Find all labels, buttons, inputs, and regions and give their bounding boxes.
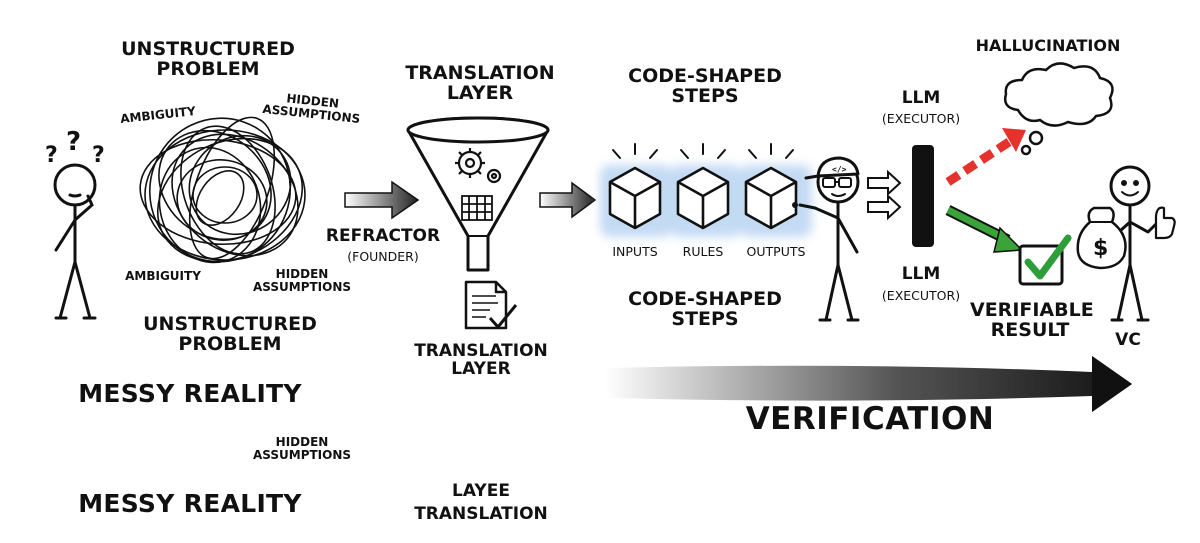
- vc-figure: [1108, 165, 1160, 322]
- pointer-dot: [792, 202, 798, 208]
- hallucination-label: HALLUCINATION: [975, 36, 1121, 55]
- grid-icon: [461, 195, 493, 221]
- cube-rules: [676, 166, 730, 230]
- messy-reality-label-2: MESSY REALITY: [78, 489, 302, 518]
- vc-label: VC: [1115, 330, 1141, 350]
- money-symbol: $: [1093, 236, 1108, 261]
- red-hallucination-arrow: [945, 128, 1026, 186]
- cube-outputs: [744, 166, 798, 230]
- llm-executor-label-top: (EXECUTOR): [881, 111, 961, 126]
- verification-arrow-head: [1092, 356, 1132, 412]
- cube-inputs: [608, 166, 662, 230]
- llm-label-bottom: LLM: [901, 264, 941, 284]
- hallucination-cloud-icon: [1004, 62, 1114, 156]
- founder-label: (FOUNDER): [347, 249, 419, 264]
- llm-label-top: LLM: [901, 88, 941, 108]
- llm-executor-block: [912, 145, 934, 247]
- llm-executor-label-bottom: (EXECUTOR): [881, 288, 961, 303]
- gear-icon: [455, 148, 502, 184]
- input-arrows-to-llm: [867, 169, 902, 221]
- question-marks: ? ? ?: [45, 127, 105, 168]
- money-bag-icon: $: [1076, 206, 1127, 270]
- arrow-to-funnel: [344, 180, 420, 220]
- question-mark-1: ?: [45, 143, 58, 168]
- question-mark-2: ?: [66, 127, 81, 157]
- tangled-scribble: [139, 116, 306, 264]
- cubes: [608, 166, 798, 230]
- thumbs-up-icon: [1154, 206, 1176, 240]
- code-cap-icon: </>: [832, 165, 847, 174]
- verification-arrow: [605, 356, 1132, 412]
- programmer-figure: [798, 156, 860, 322]
- verified-checkbox-icon: [1018, 234, 1072, 286]
- question-mark-3: ?: [92, 143, 105, 168]
- cube-sparkles: [612, 143, 794, 159]
- ambiguity-label-bottom: AMBIGUITY: [125, 269, 201, 283]
- verification-label: VERIFICATION: [745, 401, 995, 437]
- cube-label-rules: RULES: [682, 244, 724, 259]
- cube-label-outputs: OUTPUTS: [746, 244, 806, 259]
- refractor-label: REFRACTOR: [325, 226, 441, 246]
- cube-label-inputs: INPUTS: [612, 244, 658, 259]
- green-verified-arrow: [945, 205, 1024, 253]
- translation-funnel: [406, 116, 550, 272]
- document-check-icon: [464, 280, 518, 330]
- confused-person-figure: [53, 163, 97, 320]
- arrow-to-cubes: [539, 181, 597, 219]
- messy-reality-label-1: MESSY REALITY: [78, 379, 302, 408]
